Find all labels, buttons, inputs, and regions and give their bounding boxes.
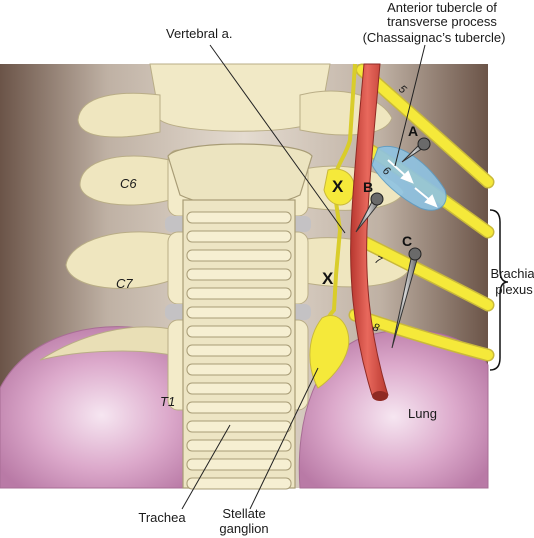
needle-label-c: C xyxy=(402,233,412,249)
tracheal-ring xyxy=(186,477,292,490)
tracheal-ring xyxy=(186,306,292,319)
tracheal-ring xyxy=(186,268,292,281)
label-stellate-line1: Stellate xyxy=(222,506,265,521)
label-lung: Lung xyxy=(408,406,437,421)
tracheal-ring xyxy=(186,420,292,433)
needle-label-b: B xyxy=(363,179,373,195)
needle-label-a: A xyxy=(408,123,418,139)
needle-a-hub xyxy=(417,137,431,151)
tracheal-ring xyxy=(186,401,292,414)
t1-rib-left xyxy=(39,326,177,361)
label-stellate-line2: ganglion xyxy=(219,521,268,536)
tracheal-ring xyxy=(186,211,292,224)
block-mark-sympathetic-chain: X xyxy=(322,269,334,288)
label-trachea: Trachea xyxy=(138,510,186,525)
larynx-cartilage xyxy=(167,143,313,207)
spread-arrows xyxy=(387,159,438,208)
trachea xyxy=(167,143,313,490)
label-brachial-line2: plexus xyxy=(495,282,533,297)
tracheal-ring xyxy=(186,458,292,471)
tracheal-ring xyxy=(186,363,292,376)
vertebral-artery xyxy=(350,63,389,396)
nerve-root-label-7: 7 xyxy=(373,254,384,268)
label-c7: C7 xyxy=(116,276,133,291)
label-t1: T1 xyxy=(160,394,175,409)
brachial-plexus-bracket xyxy=(489,209,509,371)
middle-cervical-ganglion xyxy=(323,168,355,206)
tracheal-ring xyxy=(186,249,292,262)
label-vertebral-artery: Vertebral a. xyxy=(166,26,233,41)
vertebral-artery-origin xyxy=(372,391,388,401)
label-tubercle-line2: transverse process xyxy=(387,14,497,29)
leader-lines xyxy=(181,44,426,510)
label-brachial-line1: Brachial xyxy=(491,266,534,281)
c7-transverse-process-left xyxy=(65,231,173,289)
tracheal-ring xyxy=(186,287,292,300)
nerve-root-7-fill xyxy=(355,235,493,310)
tracheal-ring xyxy=(186,344,292,357)
label-c6: C6 xyxy=(120,176,137,191)
needles xyxy=(355,137,431,349)
stellate-ganglion xyxy=(309,315,350,389)
tracheal-ring xyxy=(186,230,292,243)
nerve-root-label-8: 8 xyxy=(371,321,381,335)
label-tubercle-line3: (Chassaignac’s tubercle) xyxy=(363,30,506,45)
label-tubercle-line1: Anterior tubercle of xyxy=(387,0,497,15)
c6-transverse-process-left xyxy=(79,155,171,206)
c5-transverse-process-left xyxy=(77,92,161,138)
tracheal-rings xyxy=(186,211,292,490)
block-mark-middle-ganglion: X xyxy=(332,177,344,196)
tracheal-ring xyxy=(186,439,292,452)
needle-b-hub xyxy=(370,192,384,206)
needle-c-hub xyxy=(408,247,422,261)
tracheal-ring xyxy=(186,382,292,395)
tracheal-ring xyxy=(186,325,292,338)
